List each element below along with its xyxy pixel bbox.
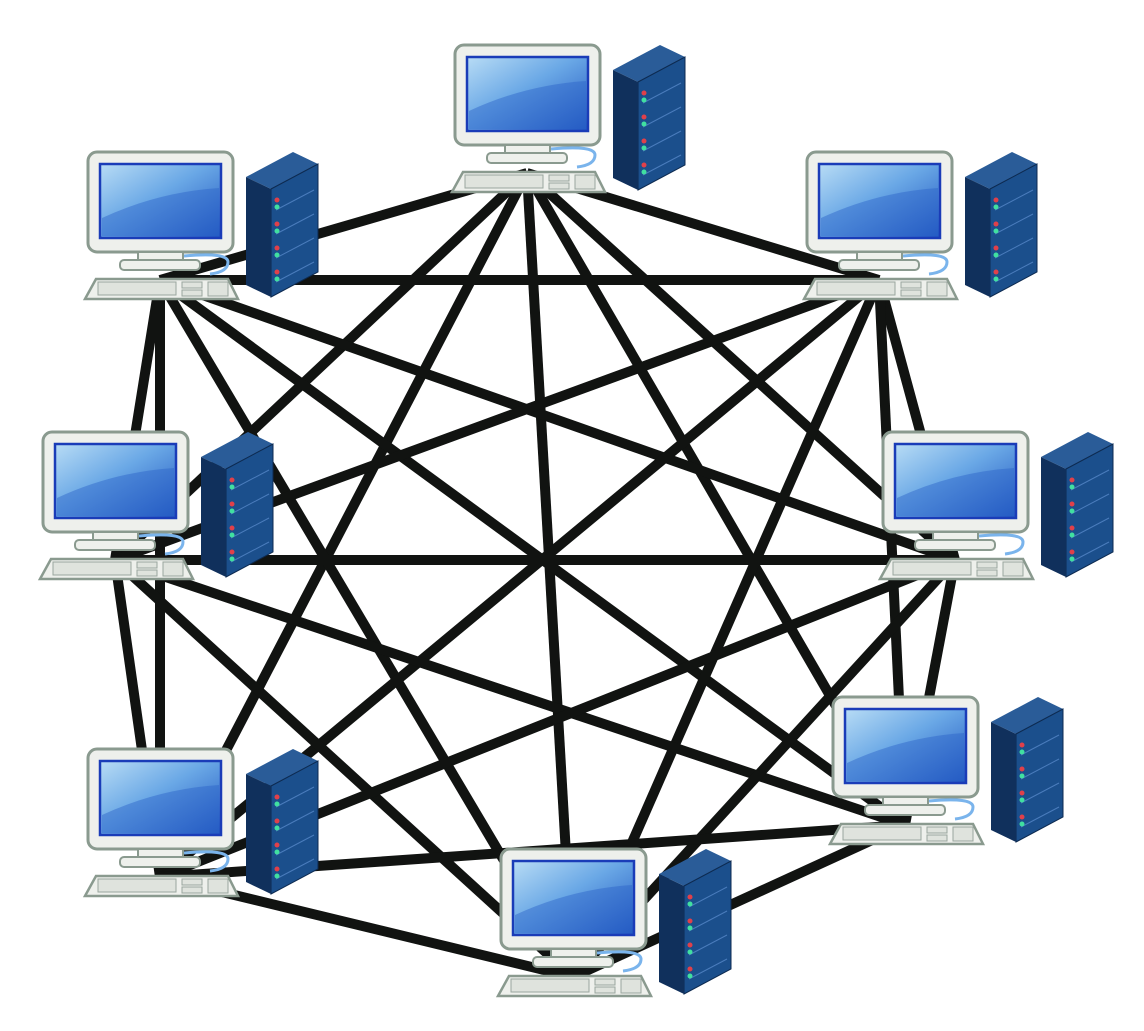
- node-top: [450, 43, 686, 194]
- link-top-to-bottom: [522, 172, 578, 978]
- server-rack-icon: [1040, 431, 1114, 578]
- server-rack-icon: [612, 44, 686, 191]
- server-rack-icon: [200, 431, 274, 578]
- server-rack-icon: [245, 151, 319, 298]
- network-nodes: [38, 43, 1114, 998]
- server-rack-icon: [964, 151, 1038, 298]
- link-top-left-to-bottom-right: [157, 275, 908, 830]
- link-left-to-bottom-right: [113, 555, 907, 830]
- link-left-to-bottom: [111, 556, 577, 981]
- server-rack-icon: [990, 696, 1064, 843]
- server-rack-icon: [658, 848, 732, 995]
- node-bottom: [496, 847, 732, 998]
- node-bottom-right: [828, 695, 1064, 846]
- server-rack-icon: [245, 748, 319, 895]
- link-top-left-to-right: [158, 275, 957, 565]
